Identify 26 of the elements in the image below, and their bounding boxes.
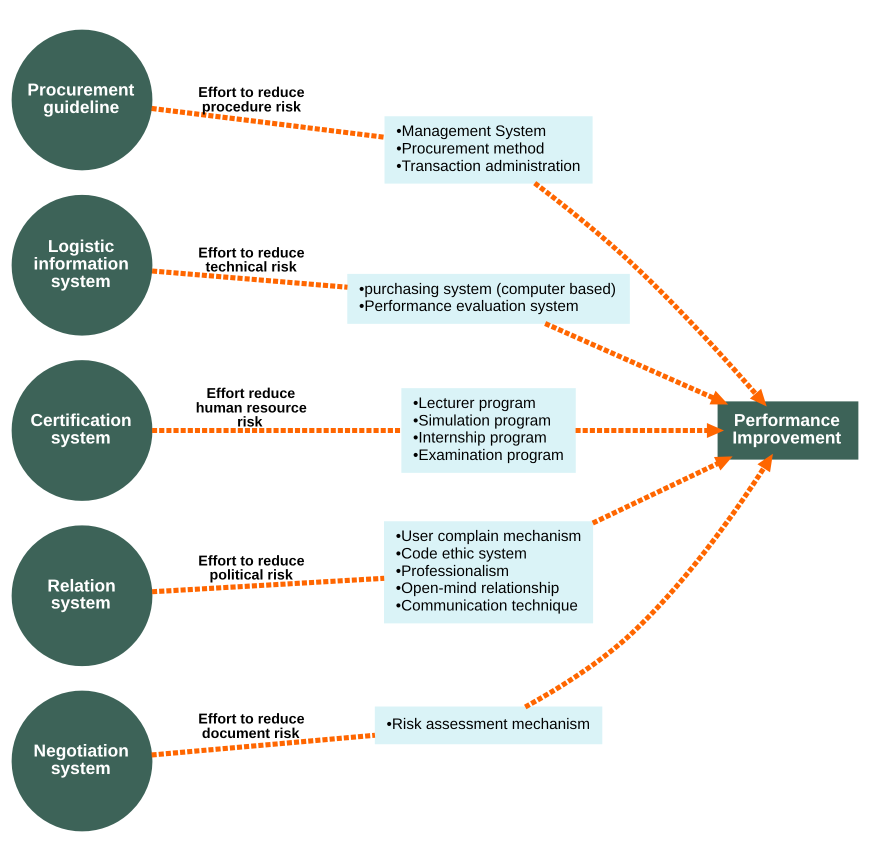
node-box: •User complain mechanism •Code ethic system •Professionalism •Open-mind relationship •Communication technique <box>384 521 594 624</box>
arrow <box>592 456 733 526</box>
connector <box>152 428 402 434</box>
node-box: Performance Improvement <box>718 401 858 460</box>
node-box: •Risk assessment mechanism <box>374 706 602 744</box>
node-box: •purchasing system (computer based) •Performance evaluation system <box>347 274 630 324</box>
edge-label: Effort to reduce technical risk <box>198 245 305 276</box>
arrow <box>533 181 767 407</box>
node-circle: Logistic information system <box>12 194 152 336</box>
node-circle: Negotiation system <box>12 690 152 832</box>
edge-label: Effort to reduce document risk <box>198 711 305 742</box>
node-box: •Management System •Procurement method •Transaction administration <box>384 116 593 184</box>
edge-label: Effort to reduce procedure risk <box>198 85 305 116</box>
edge-label: Effort to reduce political risk <box>198 553 305 584</box>
arrow <box>524 454 773 710</box>
arrow <box>544 321 728 404</box>
edge-label: Effort reduce human resource risk <box>196 386 307 431</box>
connector <box>152 268 348 290</box>
node-box: •Lecturer program •Simulation program •Internship program •Examination program <box>401 388 576 473</box>
node-circle: Certification system <box>12 360 152 501</box>
connector <box>151 732 376 758</box>
node-circle: Relation system <box>12 525 152 666</box>
node-circle: Procurement guideline <box>12 30 152 170</box>
connector <box>151 106 386 140</box>
connector <box>152 576 384 594</box>
arrow <box>576 423 724 438</box>
